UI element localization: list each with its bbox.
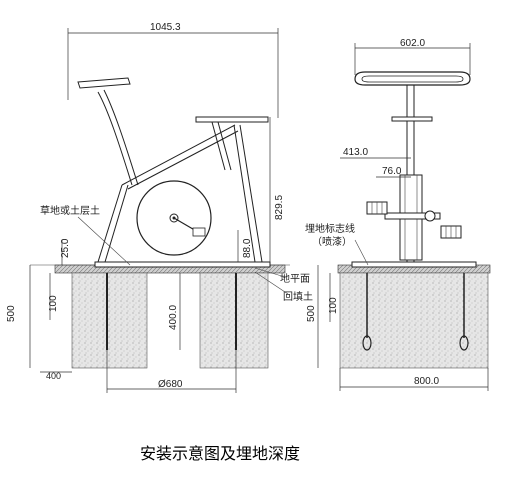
rear-leg [97,184,123,263]
dim-diameter: Ø680 [158,379,183,390]
dim-76: 76.0 [382,166,402,177]
axle-cap [424,210,436,222]
flywheel-hub [169,213,179,223]
dim-500-left: 500 [6,305,17,322]
leader-ground [254,267,286,278]
seat-stem-inner [103,89,139,186]
foundation-block-left [71,272,148,369]
base-plate-front [351,261,477,268]
diagram-caption: 安装示意图及埋地深度 [140,444,300,463]
dim-88: 88.0 [242,238,253,258]
front-leg [239,124,263,263]
cross-brace-inner [127,130,239,190]
leader-marker [354,239,369,266]
dim-base-width: 800.0 [414,376,439,387]
seat-stem [97,91,133,186]
dim-500-right: 500 [306,305,317,322]
anchor-loop-left [362,335,372,351]
handlebar-front-inner [361,75,464,83]
label-backfill: 回填土 [283,290,313,303]
dim-400-horizontal: 400 [46,371,61,381]
seat [77,77,131,89]
handle-support [211,121,226,171]
leader-backfill [254,271,289,295]
base-plate [94,261,271,268]
pedal [192,227,206,237]
front-leg-inner [233,124,256,263]
cross-brace [121,124,236,186]
foundation-block-front [339,272,489,369]
anchor-loop-right [459,335,469,351]
leader-grass [77,216,131,266]
label-marker-line: 埋地标志线 [305,222,355,235]
label-ground: 地平面 [280,272,310,285]
dim-top-width: 602.0 [400,38,425,49]
axle-front [384,212,441,220]
dim-total-width: 1045.3 [150,22,181,33]
dim-100-right: 100 [328,297,339,314]
rear-leg-inner [104,184,129,263]
dim-400-vertical: 400.0 [168,305,179,330]
seat-front [391,116,433,122]
handle-support-inner [217,121,232,171]
front-view: 602.0 413.0 76.0 100 500 800.0 埋地标志线 （喷漆… [305,38,491,391]
label-grass: 草地或土层土 [40,204,100,217]
dim-25: 25.0 [60,238,71,258]
handlebar-front [354,71,471,86]
side-view: 1045.3 829.5 25.0 88.0 100 500 400.0 400… [6,22,313,393]
foundation-block-right [199,272,269,369]
handlebar [195,116,269,123]
label-paint: （喷漆） [312,235,352,248]
dim-height: 829.5 [274,195,285,220]
dim-100-left: 100 [48,295,59,312]
dim-413: 413.0 [343,147,368,158]
